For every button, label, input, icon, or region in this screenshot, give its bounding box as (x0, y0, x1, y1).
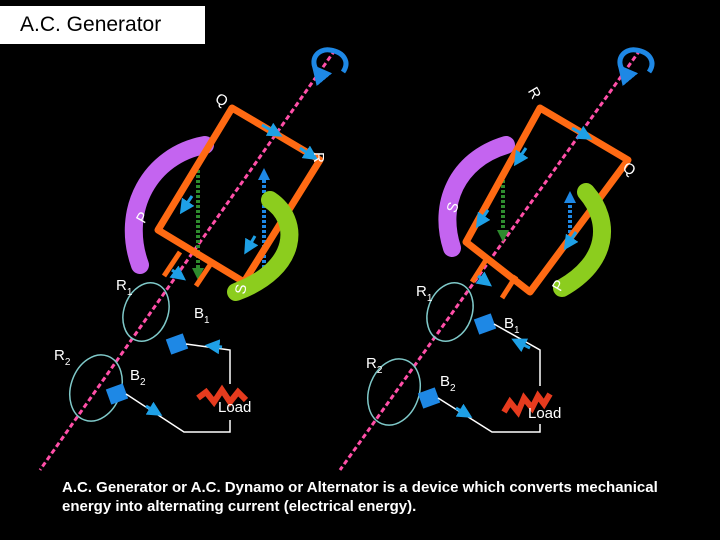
slip-ring-2 (367, 358, 421, 426)
armature-coil (462, 104, 632, 296)
circuit-arrow (204, 339, 223, 355)
circuit-arrow (145, 401, 163, 416)
coil-lead (193, 260, 215, 288)
circuit-wire (493, 323, 541, 386)
coil-label-q: Q (212, 90, 231, 111)
svg-text:R1: R1 (116, 277, 133, 298)
coil-lead (161, 250, 183, 278)
brush-1 (473, 313, 497, 335)
svg-text:B1: B1 (504, 315, 520, 336)
coil-label-r: R (310, 152, 327, 163)
page-title: A.C. Generator (0, 6, 205, 44)
slip-ring-1 (426, 282, 474, 342)
svg-text:B2: B2 (130, 367, 146, 388)
resistor-icon (501, 390, 553, 418)
brush-2 (105, 383, 129, 405)
current-arrows (475, 125, 593, 287)
slip-ring-1 (122, 282, 170, 342)
circuit-wire (185, 343, 231, 384)
field-arrow-icon (258, 168, 270, 180)
generator-left: Q R P S R1 R2 B1 B2 Load (38, 47, 349, 471)
svg-text:B1: B1 (194, 305, 210, 326)
rotation-arrow-icon (311, 47, 349, 87)
magnet-pole-left (438, 136, 515, 257)
ring-label-1: R1 (416, 283, 433, 304)
ring-label-1: R1 (116, 277, 133, 298)
brush-2 (417, 387, 441, 409)
coil-lead (469, 258, 489, 284)
circuit-arrow (455, 403, 473, 418)
resistor-icon (196, 384, 249, 408)
current-arrows (169, 122, 319, 281)
brush-label-1: B1 (504, 315, 520, 336)
load-label: Load (218, 399, 251, 416)
svg-text:R2: R2 (54, 347, 71, 368)
brush-1 (165, 333, 189, 355)
magnet-pole-right (227, 191, 299, 301)
field-arrow-icon (497, 230, 509, 242)
coil-lead (499, 274, 519, 300)
magnet-pole-right (553, 183, 611, 297)
field-arrow-icon (192, 268, 204, 280)
field-arrow-icon (564, 191, 576, 203)
generator-right: R Q S P R1 R2 B1 B2 Load (338, 47, 655, 471)
rotation-axis (38, 49, 337, 471)
svg-text:B2: B2 (440, 373, 456, 394)
brush-label-2: B2 (130, 367, 146, 388)
brush-label-1: B1 (194, 305, 210, 326)
magnet-pole-left (124, 136, 214, 274)
brush-label-2: B2 (440, 373, 456, 394)
rotation-arrow-icon (617, 47, 655, 87)
ring-label-2: R2 (54, 347, 71, 368)
load-label: Load (528, 405, 561, 422)
coil-label-s: S (232, 283, 250, 296)
svg-text:R1: R1 (416, 283, 433, 304)
description-text: A.C. Generator or A.C. Dynamo or Alterna… (62, 479, 658, 515)
coil-label-r: R (524, 84, 544, 102)
armature-coil (154, 104, 324, 286)
ring-label-2: R2 (366, 355, 383, 376)
circuit-arrow (511, 338, 531, 353)
svg-text:R2: R2 (366, 355, 383, 376)
